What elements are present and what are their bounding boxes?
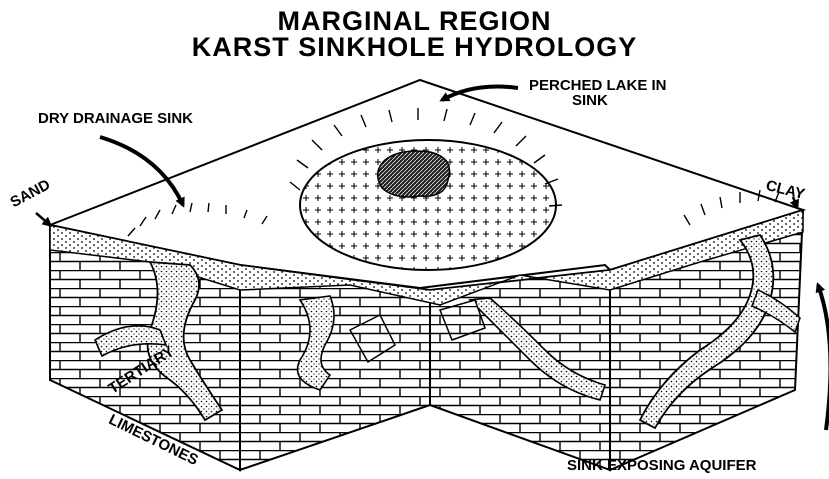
arrow-to-aquifer-sink bbox=[818, 285, 829, 430]
label-perched-lake-line-2: SINK bbox=[572, 93, 608, 109]
label-sink-exposing-aquifer: SINK EXPOSING AQUIFER bbox=[567, 458, 756, 474]
perched-lake-water bbox=[378, 151, 450, 197]
right-center-block-face bbox=[430, 270, 610, 470]
arrow-to-sand bbox=[36, 213, 50, 225]
label-dry-drainage-sink: DRY DRAINAGE SINK bbox=[38, 111, 193, 127]
